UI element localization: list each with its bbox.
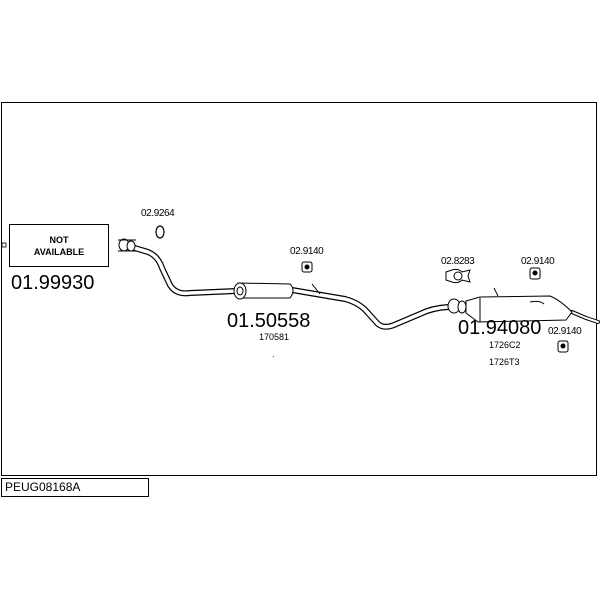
diagram-code-box: PEUG08168A xyxy=(1,478,149,497)
rear-section-oem-ref-2: 1726T3 xyxy=(489,357,520,367)
diagram-code: PEUG08168A xyxy=(5,480,81,494)
rear-section-oem-ref-1: 1726C2 xyxy=(489,340,521,350)
hanger-icon xyxy=(301,261,313,273)
middle-section-oem-ref: 170581 xyxy=(259,332,290,342)
diagram-frame xyxy=(1,102,597,476)
middle-section-part-number[interactable]: 01.50558 xyxy=(227,310,311,332)
hanger-rear-1-part-number[interactable]: 02.9140 xyxy=(521,256,555,267)
rear-silencer xyxy=(447,287,573,323)
middle-section-dot: . xyxy=(272,349,275,359)
front-flange xyxy=(118,238,136,252)
gasket-part-number[interactable]: 02.9264 xyxy=(141,208,175,219)
middle-silencer xyxy=(233,282,321,300)
clamp-icon xyxy=(445,268,471,284)
gasket-icon xyxy=(155,225,165,239)
hanger-rear-2-icon xyxy=(557,340,569,353)
exhaust-pipe xyxy=(125,243,600,330)
hanger-middle-part-number[interactable]: 02.9140 xyxy=(290,246,324,257)
hanger-rear-2-part-number[interactable]: 02.9140 xyxy=(548,326,582,337)
not-available-line1: NOT xyxy=(49,234,69,245)
clamp-part-number[interactable]: 02.8283 xyxy=(441,256,475,267)
rear-section-part-number[interactable]: 01.94080 xyxy=(458,317,542,339)
hanger-rear-icon xyxy=(529,267,541,280)
frame-mark xyxy=(1,242,7,248)
front-pipe-part-number[interactable]: 01.99930 xyxy=(11,272,95,294)
not-available-line2: AVAILABLE xyxy=(33,246,85,257)
not-available-box: NOT AVAILABLE xyxy=(9,224,109,267)
